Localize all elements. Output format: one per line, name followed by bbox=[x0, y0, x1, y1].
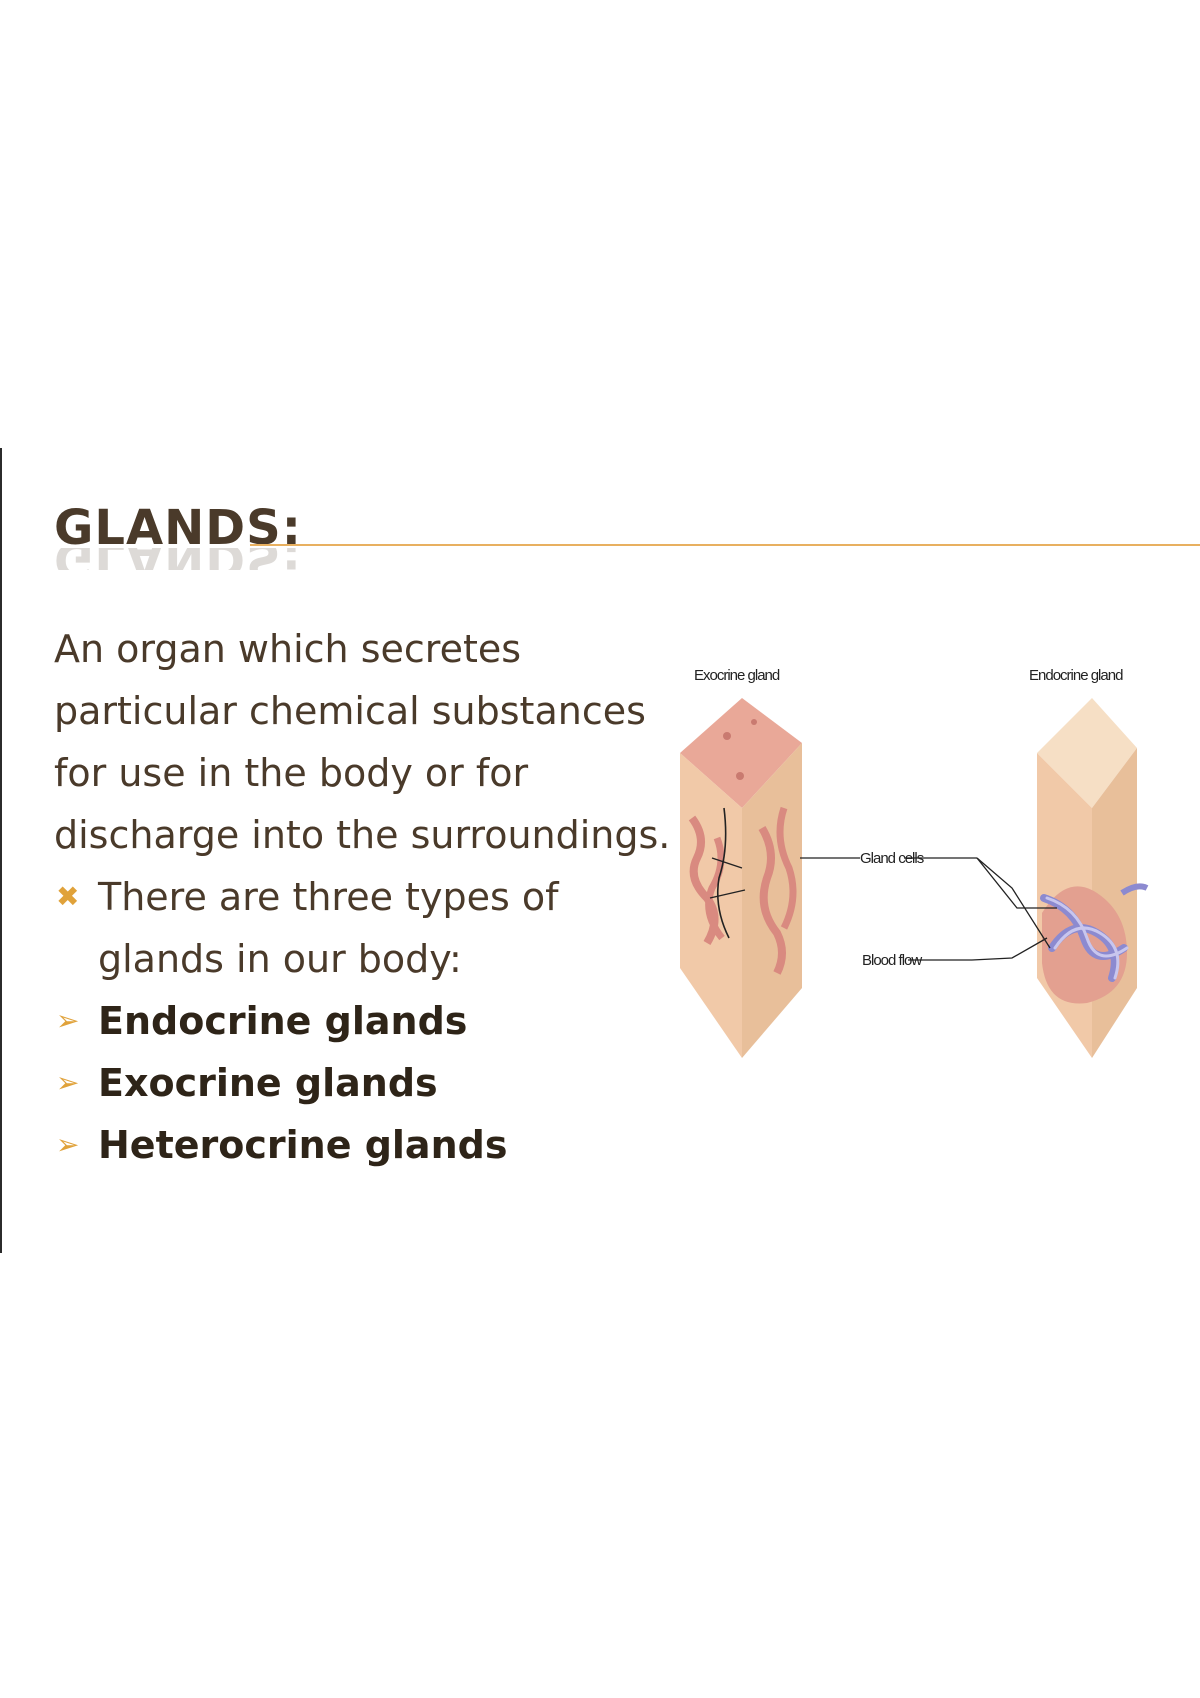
exocrine-label: Exocrine gland bbox=[694, 667, 780, 684]
definition-text: An organ which secretes particular chemi… bbox=[54, 627, 671, 857]
list-item-type: ➢ Heterocrine glands bbox=[54, 1114, 674, 1176]
slide: GLANDS: GLANDS: An organ which secretes … bbox=[0, 448, 1200, 1253]
gland-types-list: ✖ There are three types of glands in our… bbox=[54, 866, 674, 1176]
gland-cells-label: Gland cells bbox=[860, 850, 924, 867]
endocrine-label: Endocrine gland bbox=[1029, 667, 1123, 684]
list-item-intro: ✖ There are three types of glands in our… bbox=[54, 866, 674, 990]
arrow-bullet-icon: ➢ bbox=[56, 1066, 80, 1099]
slide-title-reflection: GLANDS: bbox=[54, 548, 302, 570]
blood-flow-label: Blood flow bbox=[862, 952, 922, 969]
arrow-bullet-icon: ➢ bbox=[56, 1004, 80, 1037]
intro-bullet-text: There are three types of glands in our b… bbox=[98, 875, 559, 981]
type-label: Heterocrine glands bbox=[98, 1123, 508, 1167]
title-underline bbox=[250, 544, 1200, 546]
left-border bbox=[0, 448, 2, 1253]
slide-title: GLANDS: bbox=[54, 500, 302, 556]
type-label: Exocrine glands bbox=[98, 1061, 438, 1105]
list-item-type: ➢ Exocrine glands bbox=[54, 1052, 674, 1114]
type-label: Endocrine glands bbox=[98, 999, 468, 1043]
list-item-type: ➢ Endocrine glands bbox=[54, 990, 674, 1052]
cross-bullet-icon: ✖ bbox=[56, 880, 80, 913]
endocrine-gland-illustration bbox=[1037, 698, 1149, 1058]
gland-diagram: Exocrine gland Endocrine gland Gland cel… bbox=[680, 667, 1149, 1058]
exocrine-gland-illustration bbox=[680, 698, 802, 1058]
arrow-bullet-icon: ➢ bbox=[56, 1128, 80, 1161]
